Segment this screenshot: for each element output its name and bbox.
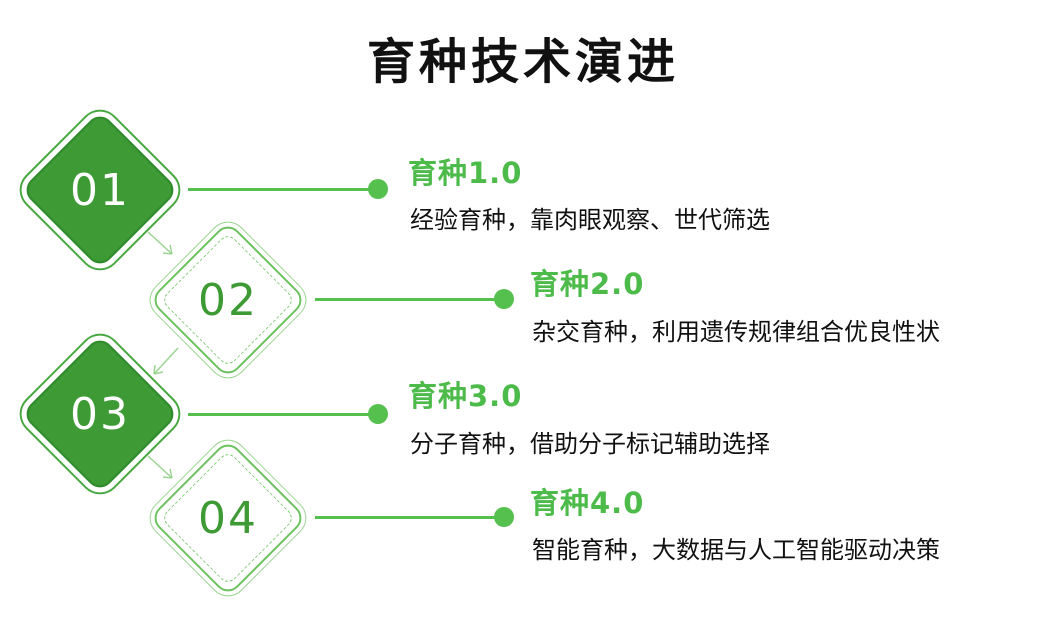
arrow-1-to-2 bbox=[147, 231, 173, 255]
stage-4-title: 育种4.0 bbox=[530, 486, 645, 520]
page-title: 育种技术演进 bbox=[366, 34, 679, 90]
stage-1-number: 01 bbox=[70, 164, 130, 216]
stage-4-connector bbox=[315, 516, 503, 519]
stage-1-dot bbox=[368, 179, 388, 199]
stage-2-connector bbox=[315, 298, 503, 301]
stage-4-dot bbox=[494, 507, 514, 527]
arrow-3-to-4 bbox=[147, 455, 173, 479]
stage-2-number: 02 bbox=[198, 274, 258, 326]
stage-4-marker: 04 bbox=[148, 438, 308, 598]
stage-2-title: 育种2.0 bbox=[530, 267, 645, 301]
stage-2-description: 杂交育种，利用遗传规律组合优良性状 bbox=[532, 318, 940, 346]
stage-4-description: 智能育种，大数据与人工智能驱动决策 bbox=[532, 536, 940, 564]
stage-3-connector bbox=[188, 413, 378, 416]
stage-4-number: 04 bbox=[198, 492, 258, 544]
stage-1-title: 育种1.0 bbox=[408, 156, 523, 190]
stage-3-number: 03 bbox=[70, 388, 130, 440]
stage-1-marker: 01 bbox=[20, 110, 180, 270]
stage-1-connector bbox=[188, 188, 378, 191]
stage-2-dot bbox=[494, 289, 514, 309]
stage-3-title: 育种3.0 bbox=[408, 379, 523, 413]
stage-3-marker: 03 bbox=[20, 334, 180, 494]
stage-3-description: 分子育种，借助分子标记辅助选择 bbox=[410, 430, 770, 458]
arrow-2-to-3 bbox=[153, 347, 179, 375]
stage-2-marker: 02 bbox=[148, 220, 308, 380]
stage-1-description: 经验育种，靠肉眼观察、世代筛选 bbox=[410, 206, 770, 234]
stage-3-dot bbox=[368, 404, 388, 424]
